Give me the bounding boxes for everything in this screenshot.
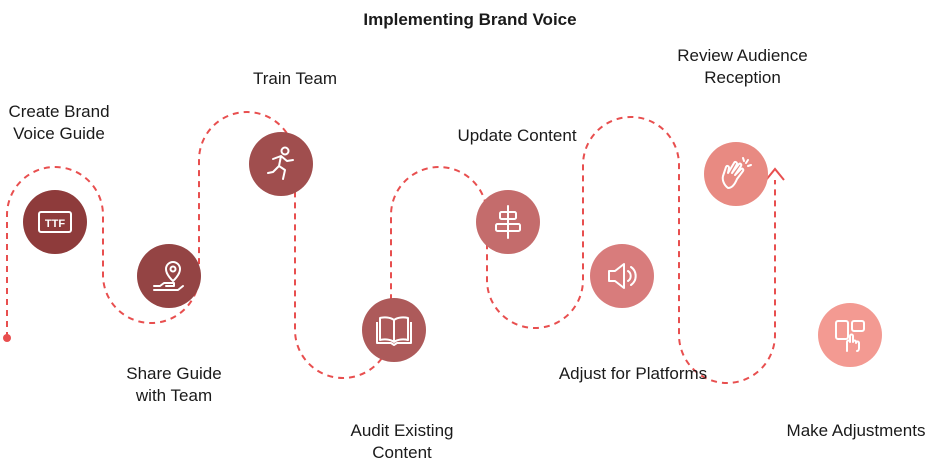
step-circle-update-content [476, 190, 540, 254]
align-center-icon [495, 205, 521, 239]
diagram-title: Implementing Brand Voice [363, 10, 577, 29]
person-exercise-icon [267, 146, 294, 180]
flow-path-line [6, 111, 776, 384]
step-circle-train-team [249, 132, 313, 196]
speaker-icon [608, 263, 637, 289]
step-label-review-reception: Review Audience Reception [677, 46, 808, 87]
step-label-audit-content: Audit Existing Content [350, 421, 454, 462]
step-circle-create-guide: TTF [23, 190, 87, 254]
clapping-hands-icon [721, 157, 752, 189]
step-circle-adjust-platforms [590, 244, 654, 308]
step-label-train-team: Train Team [252, 69, 338, 88]
step-circle-share-guide [137, 244, 201, 308]
step-label-update-content: Update Content [457, 126, 577, 145]
step-circle-review-reception [704, 142, 768, 206]
step-circle-make-adjustments [818, 303, 882, 367]
path-end-arrow [765, 167, 785, 181]
step-label-share-guide: Share Guide with Team [126, 364, 222, 405]
font-icon: TTF [38, 211, 72, 233]
step-label-create-guide: Create Brand Voice Guide [8, 102, 110, 143]
path-start-dot [3, 334, 11, 342]
font-icon-text: TTF [45, 218, 65, 230]
map-pin-hand-icon [153, 260, 184, 291]
step-label-adjust-platforms: Adjust for Platforms [558, 364, 708, 383]
touch-device-icon [835, 320, 865, 352]
step-label-make-adjustments: Make Adjustments [786, 421, 926, 440]
open-book-icon [376, 316, 412, 346]
step-circle-audit-content [362, 298, 426, 362]
